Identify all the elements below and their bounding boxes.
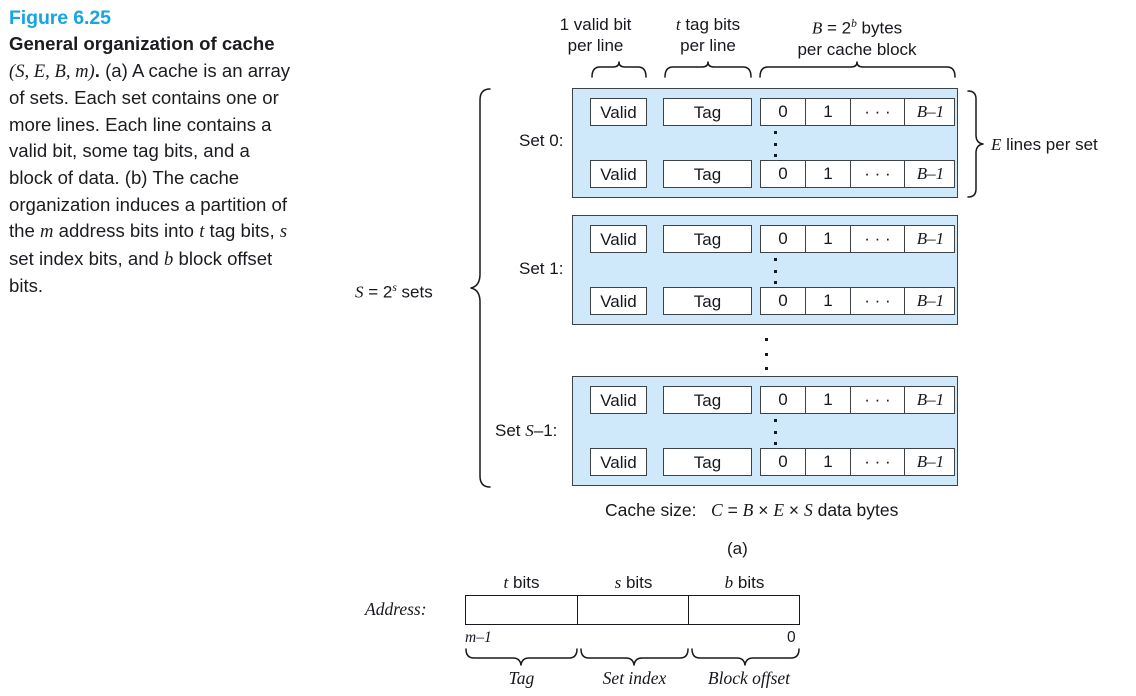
- valid-cell-set1-line1: Valid: [590, 287, 647, 315]
- brace-set-index-field: [580, 648, 689, 666]
- byte-1: 1: [806, 288, 851, 314]
- address-bit-field-bar: [465, 595, 800, 625]
- address-row-label: Address:: [365, 599, 427, 619]
- byte-ellipsis: · · ·: [851, 99, 905, 125]
- byte-ellipsis: · · ·: [851, 288, 905, 314]
- address-seg-set-index: [578, 596, 689, 624]
- caption-title-params: (S, E, B, m).: [9, 59, 100, 82]
- byte-last: B–1: [916, 102, 945, 121]
- byte-last: B–1: [916, 291, 945, 310]
- block-cell-setlast-line0: 0 1 · · · B–1: [760, 386, 955, 414]
- byte-ellipsis: · · ·: [851, 387, 905, 413]
- byte-1: 1: [806, 387, 851, 413]
- valid-cell-set1-line0: Valid: [590, 225, 647, 253]
- caption-text: General organization of cache (S, E, B, …: [9, 33, 291, 297]
- valid-cell-setlast-line0: Valid: [590, 386, 647, 414]
- byte-ellipsis: · · ·: [851, 161, 905, 187]
- part-label-a: (a): [727, 539, 748, 558]
- brace-tag-column: [664, 61, 752, 78]
- tag-cell-set0-line1: Tag: [663, 160, 752, 188]
- valid-cell-set0-line1: Valid: [590, 160, 647, 188]
- line-ellipsis-set0: [773, 131, 777, 157]
- byte-1: 1: [806, 99, 851, 125]
- set-ellipsis: [764, 338, 768, 370]
- byte-0: 0: [761, 288, 806, 314]
- block-cell-set0-line0: 0 1 · · · B–1: [760, 98, 955, 126]
- valid-cell-set0-line0: Valid: [590, 98, 647, 126]
- line-ellipsis-set1: [773, 258, 777, 284]
- address-seg-block-offset: [689, 596, 799, 624]
- byte-0: 0: [761, 449, 806, 475]
- block-cell-set1-line1: 0 1 · · · B–1: [760, 287, 955, 315]
- header-valid-bit: 1 valid bit per line: [559, 15, 632, 55]
- caption-var-s: s: [279, 221, 288, 243]
- figure-number: Figure 6.25: [9, 7, 111, 29]
- address-field-header-0: t bits: [503, 573, 540, 592]
- byte-1: 1: [806, 449, 851, 475]
- address-field-header-2: b bits: [724, 573, 765, 592]
- brace-block-offset-field: [691, 648, 800, 666]
- block-cell-set1-line0: 0 1 · · · B–1: [760, 225, 955, 253]
- tag-cell-setlast-line0: Tag: [663, 386, 752, 414]
- caption-var-t: t: [199, 221, 205, 243]
- line-ellipsis-setlast: [773, 419, 777, 445]
- byte-0: 0: [761, 161, 806, 187]
- address-bit-left: m–1: [465, 629, 492, 646]
- address-seg-tag: [466, 596, 579, 624]
- byte-0: 0: [761, 387, 806, 413]
- byte-1: 1: [806, 226, 851, 252]
- valid-cell-setlast-line1: Valid: [590, 448, 647, 476]
- number-of-sets-label: S = 2s sets: [355, 282, 433, 302]
- byte-0: 0: [761, 99, 806, 125]
- address-brace-label-tag: Tag: [508, 668, 535, 688]
- tag-cell-setlast-line1: Tag: [663, 448, 752, 476]
- figure-caption: Figure 6.25 General organization of cach…: [9, 6, 295, 300]
- byte-last: B–1: [916, 452, 945, 471]
- address-bit-right: 0: [787, 629, 796, 646]
- brace-tag-field: [465, 648, 578, 666]
- tag-cell-set0-line0: Tag: [663, 98, 752, 126]
- header-tag-bits: t tag bits per line: [675, 15, 741, 55]
- brace-block-column: [759, 61, 956, 78]
- block-cell-set0-line1: 0 1 · · · B–1: [760, 160, 955, 188]
- caption-var-b: b: [164, 248, 174, 270]
- byte-last: B–1: [916, 164, 945, 183]
- cache-size-formula: Cache size: C = B × E × S data bytes: [605, 500, 899, 520]
- byte-ellipsis: · · ·: [851, 449, 905, 475]
- lines-per-set-label: E lines per set: [991, 135, 1098, 154]
- address-field-header-1: s bits: [614, 573, 653, 592]
- set-label-1: Set 1:: [519, 259, 564, 278]
- address-brace-label-block-offset: Block offset: [707, 668, 791, 688]
- tag-cell-set1-line0: Tag: [663, 225, 752, 253]
- brace-number-of-sets: [470, 88, 491, 488]
- byte-last: B–1: [916, 229, 945, 248]
- caption-var-m: m: [40, 221, 54, 243]
- block-cell-setlast-line1: 0 1 · · · B–1: [760, 448, 955, 476]
- byte-0: 0: [761, 226, 806, 252]
- caption-title: General organization of cache: [9, 33, 275, 54]
- byte-1: 1: [806, 161, 851, 187]
- set-label-0: Set 0:: [519, 131, 564, 150]
- brace-lines-per-set: [967, 90, 984, 198]
- byte-ellipsis: · · ·: [851, 226, 905, 252]
- tag-cell-set1-line1: Tag: [663, 287, 752, 315]
- byte-last: B–1: [916, 390, 945, 409]
- address-brace-label-set-index: Set index: [602, 668, 667, 688]
- brace-valid-column: [591, 61, 647, 78]
- set-label-s-minus-1: Set S–1:: [495, 421, 558, 440]
- header-block-bytes: B = 2b bytes per cache block: [797, 18, 917, 59]
